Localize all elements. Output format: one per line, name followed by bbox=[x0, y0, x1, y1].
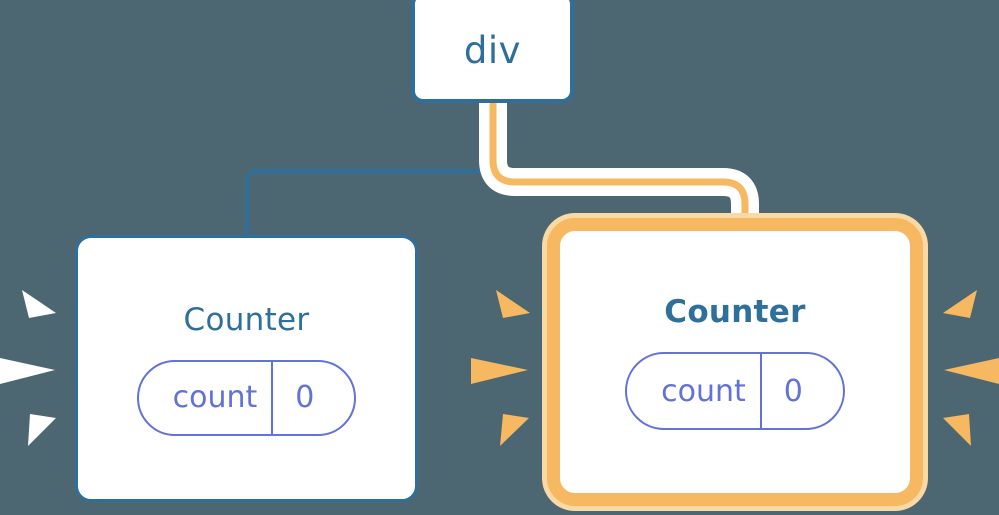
edge-halo bbox=[479, 103, 759, 232]
state-name: count bbox=[661, 373, 746, 409]
sparkle-icon bbox=[943, 414, 971, 446]
sparkle-icon bbox=[22, 290, 56, 318]
sparkle-group-left-white bbox=[0, 290, 56, 446]
sparkle-icon bbox=[0, 358, 55, 384]
sparkle-group-right-orange bbox=[943, 290, 999, 446]
node-div-label: div bbox=[463, 29, 522, 72]
state-pill[interactable]: count 0 bbox=[625, 352, 845, 430]
sparkle-group-middle-orange bbox=[471, 290, 530, 446]
node-div[interactable]: div bbox=[411, 0, 574, 103]
state-name: count bbox=[172, 380, 258, 415]
node-counter-left[interactable]: Counter count 0 bbox=[75, 235, 418, 502]
state-value: 0 bbox=[271, 361, 354, 434]
node-counter-right[interactable]: Counter count 0 bbox=[547, 218, 923, 506]
counter-title: Counter bbox=[664, 294, 806, 330]
state-value: 0 bbox=[759, 354, 843, 428]
edge-div-to-right-counter bbox=[489, 103, 749, 232]
sparkle-icon bbox=[471, 358, 528, 384]
sparkle-icon bbox=[943, 290, 977, 318]
sparkle-icon bbox=[944, 358, 999, 384]
state-pill[interactable]: count 0 bbox=[136, 359, 357, 436]
sparkle-icon bbox=[496, 290, 530, 318]
sparkle-icon bbox=[500, 414, 529, 446]
counter-title: Counter bbox=[183, 301, 310, 338]
sparkle-icon bbox=[28, 414, 56, 446]
edge-div-to-left-counter bbox=[245, 101, 495, 242]
